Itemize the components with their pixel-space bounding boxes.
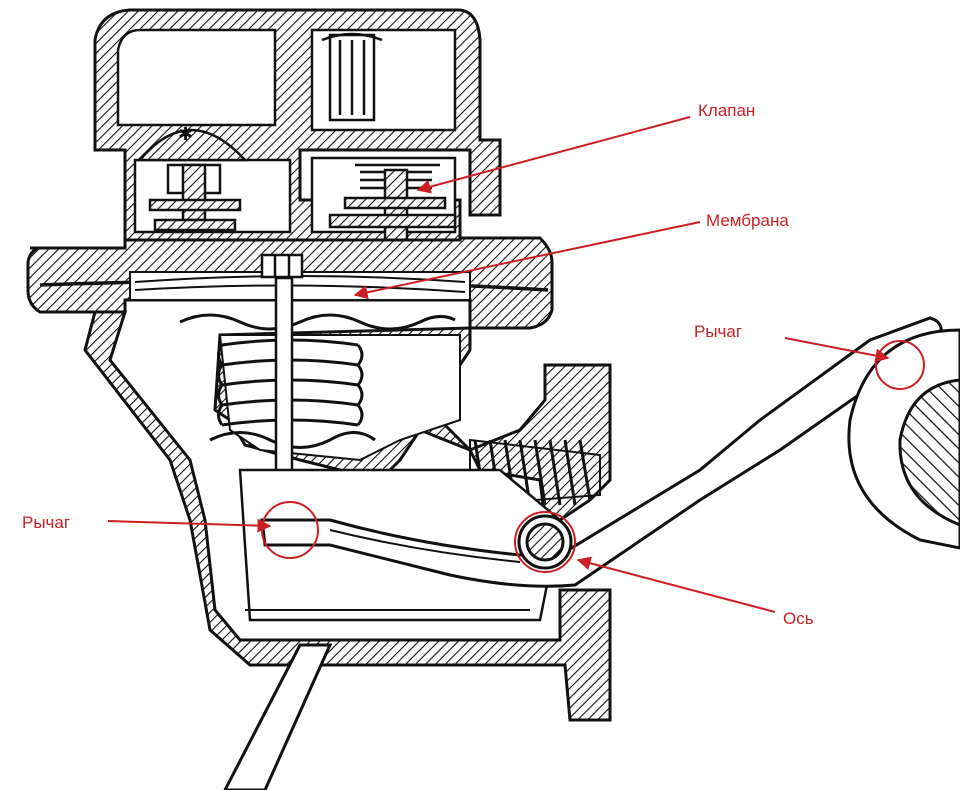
lever-right-pointer	[784, 337, 890, 363]
annotations	[107, 116, 925, 613]
filter-screw	[321, 32, 383, 122]
eccentric-cam	[847, 328, 960, 550]
svg-text:✱: ✱	[178, 124, 193, 144]
right-valve	[328, 163, 457, 242]
axis-pointer	[576, 556, 776, 613]
lever-left-highlight	[261, 501, 319, 559]
left-valve: ✱	[137, 124, 248, 232]
membrane-pointer	[353, 221, 701, 300]
axis-label: Ось	[783, 609, 814, 628]
membrane-nut	[260, 253, 304, 279]
lever-left-pointer	[107, 518, 272, 533]
valve-pointer	[416, 116, 691, 194]
drive-lever	[260, 316, 943, 588]
valve-label: Клапан	[698, 101, 756, 120]
lever-right-label: Рычаг	[694, 322, 743, 341]
mounting-stud	[223, 643, 333, 790]
axis-highlight	[514, 511, 576, 573]
lever-axis	[517, 514, 573, 570]
lever-right-highlight	[875, 340, 925, 390]
membrane-label: Мембрана	[706, 211, 789, 230]
lever-left-label: Рычаг	[22, 513, 71, 532]
diaphragm-plate	[179, 313, 456, 331]
